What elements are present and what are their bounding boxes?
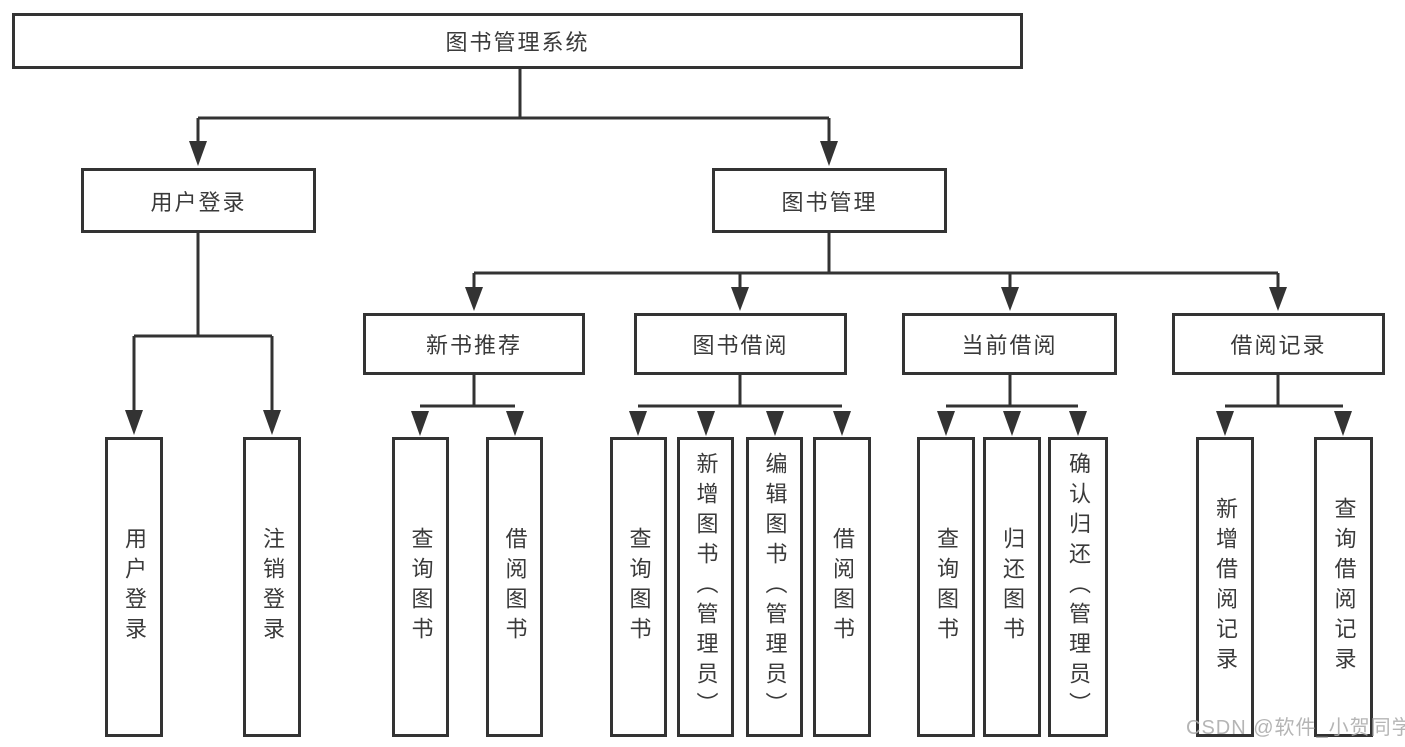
node-user-login: 用户登录 (81, 168, 316, 233)
leaf-logout: 注销登录 (243, 437, 301, 737)
leaf-nb-query-books: 查询图书 (392, 437, 449, 737)
leaf-cb-confirm-return-admin: 确认归还（管理员） (1048, 437, 1108, 737)
node-root: 图书管理系统 (12, 13, 1023, 69)
node-book-management: 图书管理 (712, 168, 947, 233)
node-current-borrowing: 当前借阅 (902, 313, 1117, 375)
leaf-bb-query-books: 查询图书 (610, 437, 667, 737)
leaf-nb-borrow-books: 借阅图书 (486, 437, 543, 737)
leaf-br-query-borrow-record: 查询借阅记录 (1314, 437, 1373, 737)
watermark: CSDN @软件_小贺同学 (1186, 717, 1405, 739)
node-book-borrowing: 图书借阅 (634, 313, 847, 375)
node-new-book-recommend: 新书推荐 (363, 313, 585, 375)
leaf-cb-query-books: 查询图书 (917, 437, 975, 737)
leaf-bb-borrow-books: 借阅图书 (813, 437, 871, 737)
leaf-br-add-borrow-record: 新增借阅记录 (1196, 437, 1254, 737)
leaf-cb-return-books: 归还图书 (983, 437, 1041, 737)
leaf-bb-add-books-admin: 新增图书（管理员） (677, 437, 734, 737)
leaf-bb-edit-books-admin: 编辑图书（管理员） (746, 437, 803, 737)
node-borrow-records: 借阅记录 (1172, 313, 1385, 375)
leaf-user-login: 用户登录 (105, 437, 163, 737)
